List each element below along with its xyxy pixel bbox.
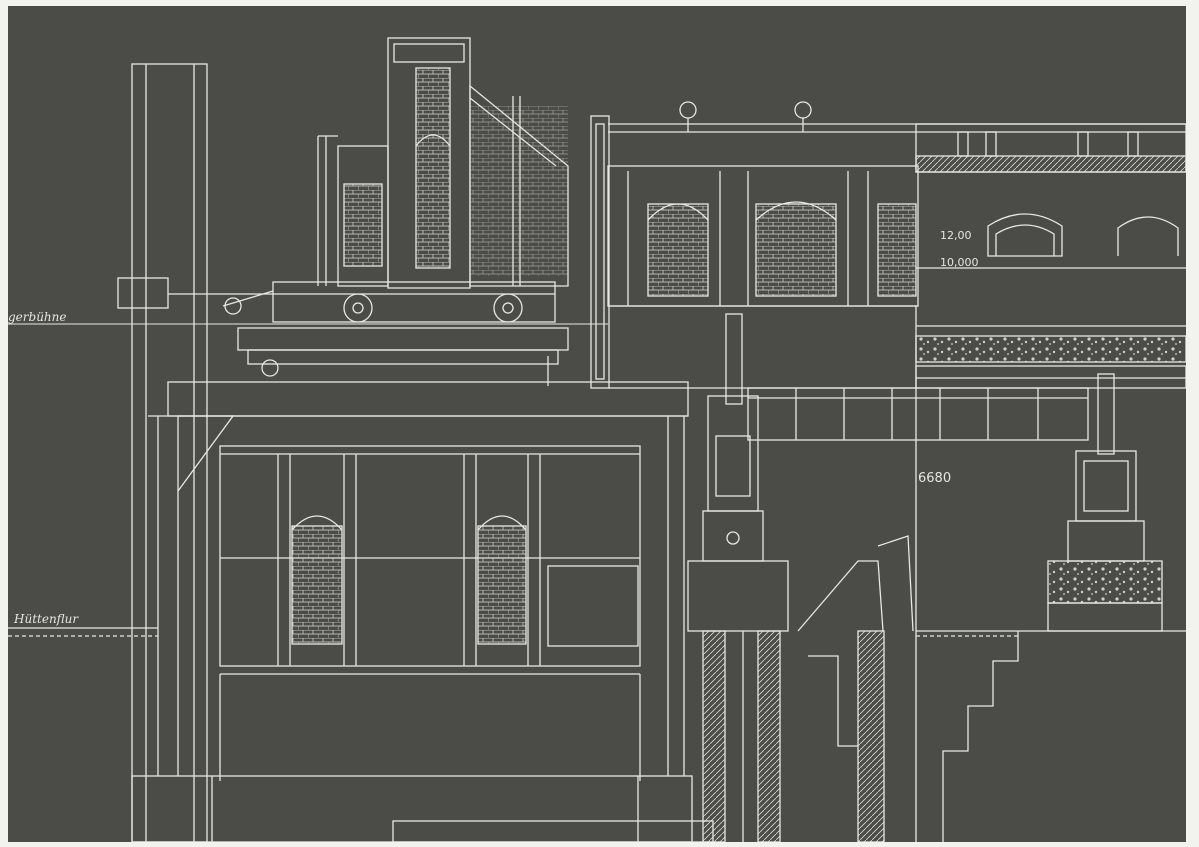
elevation-drawing [8,37,1186,842]
hopper-chute [797,535,914,842]
upper-tower [317,37,569,289]
right-pedestal [1047,373,1163,632]
lower-furnace-frame [131,381,693,842]
dimension-label: 6680 [918,471,952,486]
left-chimney-column [131,63,208,842]
upper-right-hall [590,101,1186,389]
central-column-stack [392,313,789,842]
blueprint-sheet: gerbühne Hüttenflur 12,00 10,000 6680 [8,6,1186,842]
platform-label: gerbühne [8,310,67,324]
connecting-truss [747,387,1089,441]
charging-carriage [117,277,569,386]
elevation-label-lower: 10,000 [940,256,979,269]
right-facade [915,123,1186,389]
elevation-label-top: 12,00 [940,229,972,242]
ground-lines [8,306,1186,842]
floor-label: Hüttenflur [14,612,79,626]
